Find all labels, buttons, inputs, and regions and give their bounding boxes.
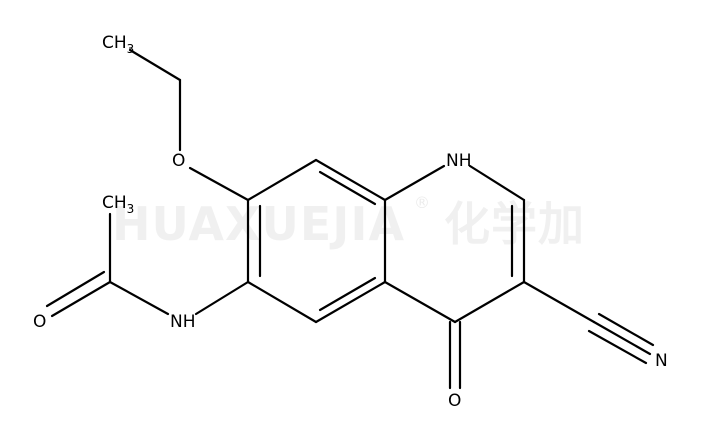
- bond-c3-nitrile-carbon: [522, 280, 596, 324]
- bond-carbonyl-oxygen-b: [45, 270, 106, 308]
- atom-label-methyl-acetyl: CH3: [102, 193, 134, 216]
- bond-c8-c8a-inner: [318, 170, 377, 206]
- atom-label-nitrile-nitrogen: N: [655, 351, 668, 371]
- bond-n1-c2: [468, 164, 526, 202]
- watermark-text: HUAXUEJIA: [112, 197, 405, 251]
- bond-c4a-c5-inner: [318, 276, 377, 312]
- atom-label-ring-nh: NH: [446, 151, 472, 171]
- bond-c8-c8a: [314, 158, 387, 202]
- atom-label-ketone-oxygen: O: [448, 391, 461, 411]
- bond-c5-c6: [246, 280, 318, 324]
- bond-c7-c8: [246, 158, 318, 202]
- bond-methyl-ch2: [128, 48, 182, 82]
- bond-c4a-c5: [314, 280, 387, 324]
- bond-c8a-n1: [383, 164, 446, 202]
- bond-c6-amide-nitrogen: [194, 280, 250, 316]
- bond-nitrile-triple-c: [587, 329, 648, 365]
- bond-c4-c4a: [383, 280, 457, 324]
- watermark-registered-mark: ®: [414, 193, 430, 212]
- bond-c3-c4: [453, 280, 526, 324]
- bond-amide-nitrogen-carbonyl: [108, 280, 170, 316]
- bond-nitrile-triple-a: [592, 320, 652, 356]
- atom-label-amide-nh: NH: [170, 312, 196, 332]
- watermark: HUAXUEJIA ® 化学加: [112, 193, 585, 251]
- watermark-cjk-text: 化学加: [444, 197, 585, 251]
- bond-carbonyl-oxygen-a: [50, 280, 112, 318]
- bond-nitrile-triple-b: [597, 312, 655, 347]
- atom-label-ether-oxygen: O: [172, 151, 185, 171]
- atom-label-carbonyl-oxygen: O: [33, 312, 46, 332]
- bond-oxygen-c7: [188, 166, 250, 202]
- atom-label-methyl-top: CH3: [102, 33, 134, 56]
